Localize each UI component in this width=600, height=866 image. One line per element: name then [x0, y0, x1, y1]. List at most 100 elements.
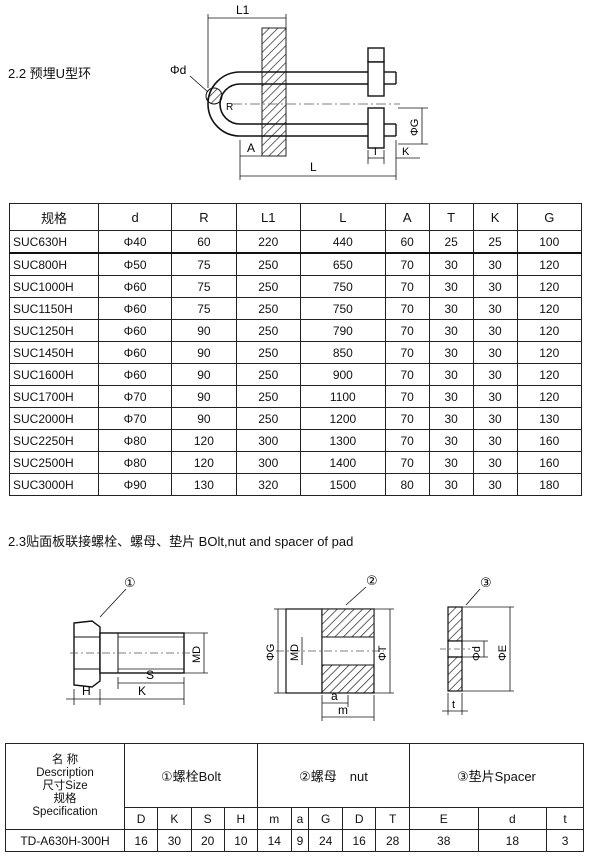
model-cell: SUC1700H — [9, 385, 99, 408]
value-cell: 100 — [516, 230, 583, 254]
section-title-u-ring: 2.2 预埋U型环 — [8, 66, 92, 81]
value-cell: 300 — [235, 451, 301, 474]
label-phid: Φd — [170, 63, 186, 77]
value-cell: 9 — [290, 829, 310, 852]
value-cell: 30 — [428, 319, 474, 342]
value-cell: 850 — [299, 341, 386, 364]
value-cell: 30 — [472, 341, 518, 364]
label-L1: L1 — [236, 3, 250, 17]
value-cell: 30 — [472, 451, 518, 474]
value-cell: 30 — [157, 829, 192, 852]
spacer-bottom — [447, 656, 463, 692]
value-cell: Φ80 — [97, 429, 173, 452]
value-cell: 70 — [384, 297, 430, 320]
value-cell: 250 — [235, 297, 301, 320]
model-cell: SUC2000H — [9, 407, 99, 430]
u-ring-drawing: L1 Φd R A L T K ΦG — [170, 3, 428, 180]
label-S: S — [146, 668, 154, 682]
value-cell: 220 — [235, 230, 301, 254]
value-cell: Φ50 — [97, 252, 173, 276]
value-cell: Φ90 — [97, 473, 173, 496]
header-cell: d — [97, 203, 173, 231]
value-cell: 250 — [235, 407, 301, 430]
value-cell: 1300 — [299, 429, 386, 452]
value-cell: 90 — [171, 385, 237, 408]
value-cell: 320 — [235, 473, 301, 496]
value-cell: 750 — [299, 275, 386, 298]
value-cell: 30 — [428, 275, 474, 298]
value-cell: 30 — [428, 385, 474, 408]
label-R: R — [226, 102, 233, 113]
value-cell: 30 — [472, 252, 518, 276]
value-cell: 1200 — [299, 407, 386, 430]
header-cell: L — [299, 203, 386, 231]
value-cell: 440 — [299, 230, 386, 254]
value-cell: Φ80 — [97, 451, 173, 474]
column-header: E — [408, 807, 479, 830]
value-cell: 30 — [428, 252, 474, 276]
label-L: L — [310, 160, 317, 174]
value-cell: 120 — [516, 275, 583, 298]
value-cell: 30 — [428, 473, 474, 496]
value-cell: 30 — [428, 451, 474, 474]
section-title-bolt: 2.3贴面板联接螺栓、螺母、垫片 BOlt,nut and spacer of … — [8, 534, 354, 549]
label-T: T — [372, 146, 379, 158]
value-cell: 75 — [171, 252, 237, 276]
model-cell: SUC1600H — [9, 363, 99, 386]
value-cell: 250 — [235, 341, 301, 364]
value-cell: 60 — [384, 230, 430, 254]
value-cell: 75 — [171, 297, 237, 320]
label-t: t — [452, 699, 455, 711]
value-cell: 120 — [516, 385, 583, 408]
value-cell: 18 — [477, 829, 548, 852]
value-cell: 250 — [235, 275, 301, 298]
model-cell: SUC630H — [9, 230, 99, 254]
header-cell: G — [516, 203, 583, 231]
column-header: D — [341, 807, 377, 830]
value-cell: 90 — [171, 363, 237, 386]
value-cell: 120 — [516, 252, 583, 276]
value-cell: 750 — [299, 297, 386, 320]
label-A: A — [247, 141, 255, 155]
wall-hatch — [261, 27, 287, 157]
value-cell: 70 — [384, 252, 430, 276]
column-header: K — [157, 807, 192, 830]
value-cell: 90 — [171, 341, 237, 364]
label-phiT: ΦT — [377, 645, 389, 661]
value-cell: 120 — [516, 297, 583, 320]
header-cell: K — [472, 203, 518, 231]
value-cell: 160 — [516, 451, 583, 474]
value-cell: 80 — [384, 473, 430, 496]
label-m: m — [338, 703, 348, 717]
rod-section — [205, 87, 223, 105]
value-cell: 30 — [428, 407, 474, 430]
value-cell: 180 — [516, 473, 583, 496]
value-cell: 120 — [171, 429, 237, 452]
label-K: K — [402, 146, 410, 158]
desc-line: 规格 — [53, 793, 77, 805]
spacer-drawing: ③ Φd ΦE t — [440, 575, 514, 715]
value-cell: 90 — [171, 407, 237, 430]
label-phiE: ΦE — [497, 645, 509, 661]
header-cell: R — [171, 203, 237, 231]
value-cell: 30 — [428, 297, 474, 320]
label-K: K — [138, 684, 146, 698]
value-cell: 30 — [472, 319, 518, 342]
value-cell: 70 — [384, 363, 430, 386]
value-cell: 30 — [428, 429, 474, 452]
header-cell: 规格 — [9, 203, 99, 231]
group-nut: ②螺母 nut — [257, 743, 410, 808]
label-nut-num: ② — [366, 573, 378, 588]
value-cell: 250 — [235, 252, 301, 276]
model-cell: SUC1150H — [9, 297, 99, 320]
label-phid: Φd — [471, 646, 483, 661]
column-header: m — [257, 807, 292, 830]
